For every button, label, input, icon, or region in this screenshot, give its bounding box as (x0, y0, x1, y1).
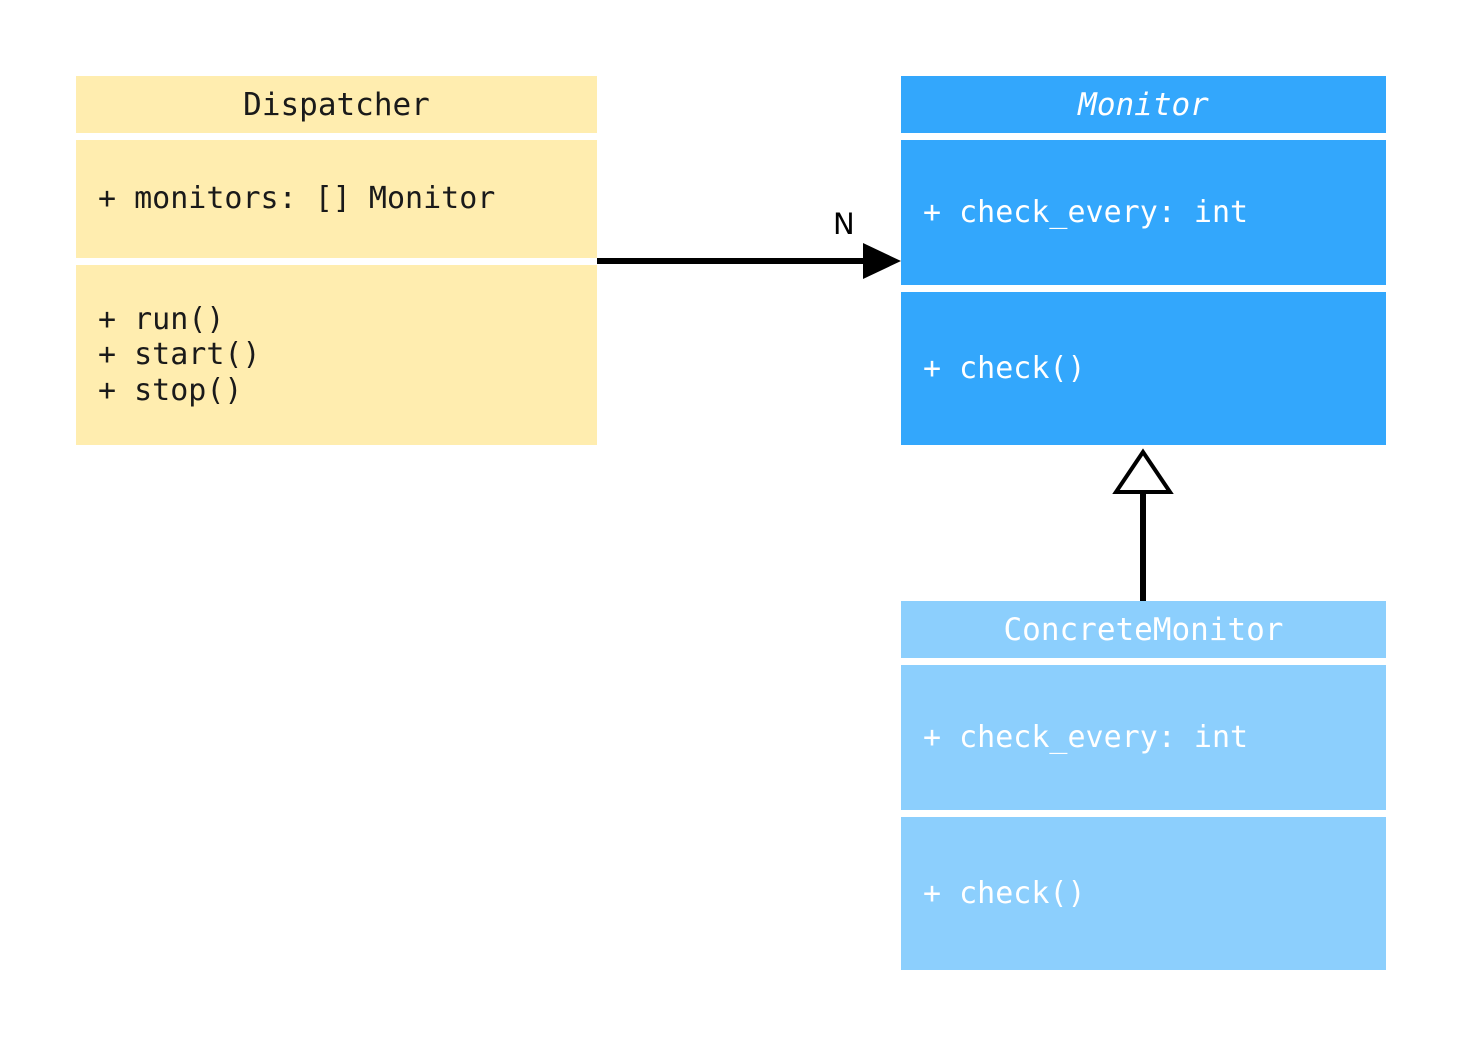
method-item: + check() (923, 350, 1086, 386)
compartment-divider (901, 285, 1386, 292)
compartment-divider (76, 133, 597, 140)
generalization-edge-concrete-monitor (1112, 448, 1174, 601)
compartment-divider (76, 258, 597, 265)
attributes-compartment-concrete-monitor: + check_every: int (901, 665, 1386, 810)
compartment-divider (901, 658, 1386, 665)
association-multiplicity-label: N (833, 207, 855, 241)
method-item: + start() (98, 337, 261, 373)
class-name-monitor: Monitor (901, 76, 1386, 133)
attributes-compartment-dispatcher: + monitors: [] Monitor (76, 140, 597, 258)
attributes-compartment-monitor: + check_every: int (901, 140, 1386, 285)
attribute-item: + monitors: [] Monitor (98, 181, 496, 217)
class-box-monitor[interactable]: Monitor + check_every: int + check() (901, 76, 1386, 445)
methods-compartment-dispatcher: + run() + start() + stop() (76, 265, 597, 445)
methods-compartment-concrete-monitor: + check() (901, 817, 1386, 970)
attribute-item: + check_every: int (923, 719, 1249, 755)
attribute-item: + check_every: int (923, 194, 1249, 230)
methods-compartment-monitor: + check() (901, 292, 1386, 445)
class-name-dispatcher: Dispatcher (76, 76, 597, 133)
compartment-divider (901, 810, 1386, 817)
class-box-concrete-monitor[interactable]: ConcreteMonitor + check_every: int + che… (901, 601, 1386, 970)
class-name-concrete-monitor: ConcreteMonitor (901, 601, 1386, 658)
compartment-divider (901, 133, 1386, 140)
method-item: + stop() (98, 372, 243, 408)
method-item: + run() (98, 301, 225, 337)
method-item: + check() (923, 875, 1086, 911)
class-box-dispatcher[interactable]: Dispatcher + monitors: [] Monitor + run(… (76, 76, 597, 445)
association-edge-dispatcher-monitor (597, 243, 901, 279)
